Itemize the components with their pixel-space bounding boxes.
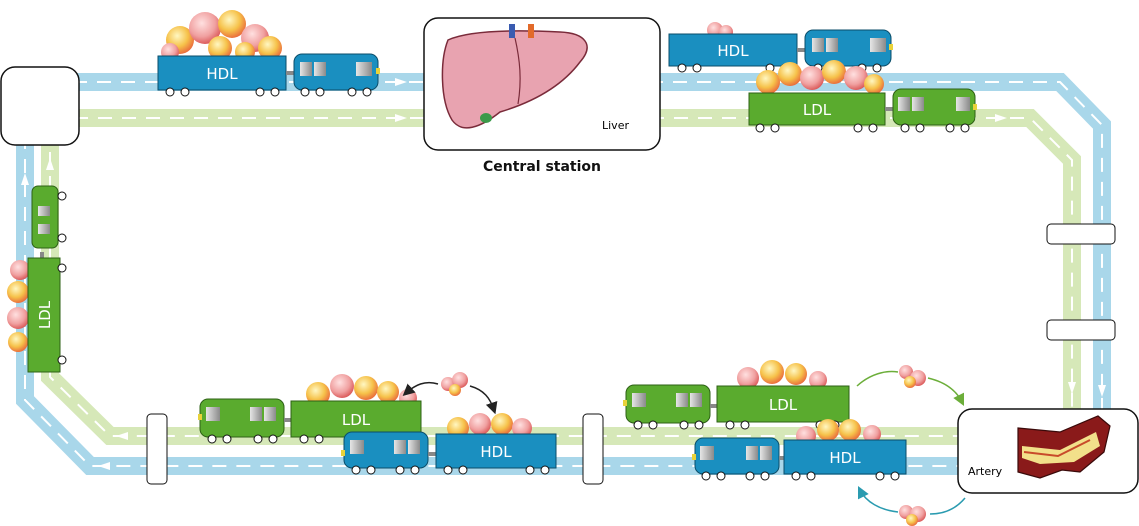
- hdl-train-top-left: HDL: [157, 10, 380, 97]
- ldl-locomotive: [31, 185, 59, 249]
- hdl-car-label: HDL: [206, 65, 238, 83]
- artery-label: Artery: [968, 465, 1003, 478]
- ldl-cargo-car: [27, 257, 61, 373]
- track-direction-arrows: [21, 78, 1106, 470]
- liver-station: Liver: [423, 17, 661, 151]
- deposit-arrow-to-artery: [927, 377, 965, 407]
- ldl-train-left: LDL: [7, 185, 67, 373]
- exchange-arrow-to-ldl: [402, 381, 439, 396]
- artery-station: Artery: [957, 408, 1139, 494]
- start-station-box: [0, 66, 80, 146]
- ldl-train-bottom-right: LDL: [623, 360, 850, 430]
- hdl-cargo-car: [668, 33, 798, 67]
- ldl-car-label: LDL: [36, 300, 54, 329]
- hdl-cargo-car: [783, 439, 907, 475]
- cholesterol-cargo: [7, 260, 30, 352]
- deposit-arrow-to-artery-start: [856, 370, 899, 387]
- ldl-car-label: LDL: [803, 101, 832, 119]
- artery-icon: [1017, 415, 1111, 479]
- liver-label: Liver: [602, 119, 629, 132]
- hdl-car-label: HDL: [717, 42, 749, 60]
- hdl-car-label: HDL: [480, 443, 512, 461]
- ldl-car-label: LDL: [769, 396, 798, 414]
- removal-arrow-from-artery: [929, 497, 966, 515]
- free-cholesterol-particle-bottom: [899, 505, 926, 526]
- free-cholesterol-particle-top-right: [899, 365, 926, 388]
- liver-icon: [441, 24, 588, 129]
- ldl-car-label: LDL: [342, 411, 371, 429]
- central-station-label: Central station: [483, 159, 601, 175]
- ldl-cargo-car: [716, 385, 850, 423]
- free-cholesterol-particle-center: [441, 372, 468, 396]
- ldl-cargo-car: [290, 400, 422, 438]
- signal-box-bottom-middle: [582, 413, 604, 485]
- removal-arrow-to-hdl: [857, 485, 899, 513]
- hdl-train-bottom-right: HDL: [692, 419, 907, 481]
- ldl-cargo-car: [748, 92, 886, 126]
- cholesterol-cargo: [737, 360, 827, 389]
- signal-box-right-bottom: [1046, 319, 1116, 341]
- ldl-train-top-right: LDL: [748, 60, 977, 133]
- exchange-arrow-to-hdl: [469, 385, 498, 415]
- cholesterol-cargo: [756, 60, 884, 94]
- hdl-car-label: HDL: [829, 449, 861, 467]
- signal-box-right-top: [1046, 223, 1116, 245]
- signal-box-bottom-left: [146, 413, 168, 485]
- hdl-train-top-right: HDL: [668, 22, 893, 73]
- hdl-cargo-car: [435, 433, 557, 469]
- cholesterol-cargo: [161, 10, 282, 62]
- hdl-train-bottom-left: HDL: [341, 413, 557, 475]
